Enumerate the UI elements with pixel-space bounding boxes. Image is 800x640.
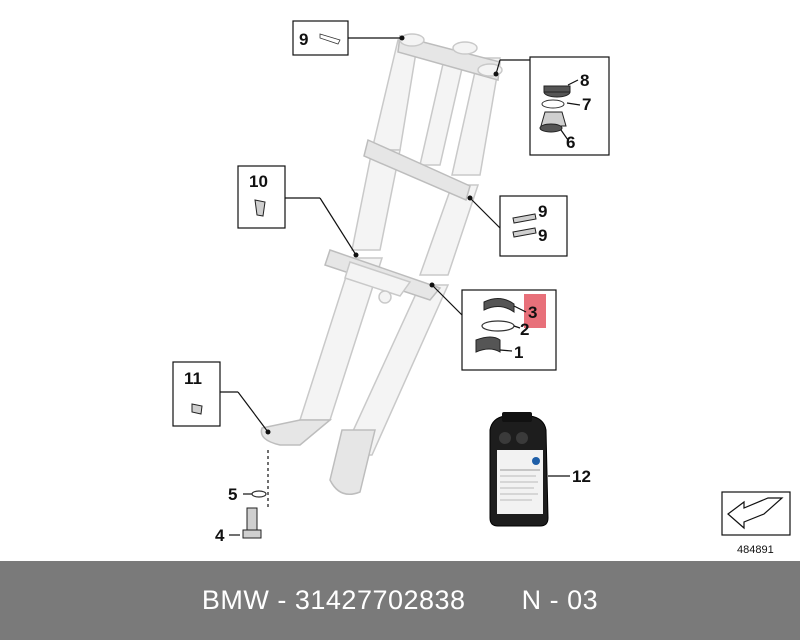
callout-box-6-7-8[interactable]: 8 7 6 — [529, 56, 610, 156]
seal-body-icon — [543, 85, 571, 93]
callout-label-3: 3 — [528, 303, 537, 322]
callout-label-2: 2 — [520, 320, 529, 339]
front-fork-illustration — [260, 33, 503, 495]
callout-label-7: 7 — [582, 95, 591, 114]
callout-box-11[interactable]: 11 — [172, 361, 221, 427]
bolt-4-icon — [246, 507, 258, 533]
callout-box-1-2-3[interactable]: 3 2 1 — [461, 289, 557, 371]
screw-icon — [254, 199, 266, 217]
callout-box-9-top[interactable]: 9 — [292, 20, 349, 56]
callout-box-10[interactable]: 10 — [237, 165, 286, 229]
reference-stamp: 484891 — [721, 491, 791, 556]
callout-label-6: 6 — [566, 133, 575, 152]
leader-lines — [220, 35, 570, 536]
bottle-cap-icon — [502, 412, 532, 422]
footer-part-number: 31427702838 — [294, 585, 466, 615]
parts-diagram: 9 8 7 6 10 9 9 3 — [172, 20, 791, 556]
callout-label-8: 8 — [580, 71, 589, 90]
footer-brand: BMW — [201, 585, 270, 615]
footer-bar: BMW - 31427702838 N - 03 — [0, 561, 800, 640]
callout-label-9-b: 9 — [538, 226, 547, 245]
callout-label-1: 1 — [514, 343, 523, 362]
callout-label-9-a: 9 — [538, 202, 547, 221]
part-4-bolt[interactable]: 4 — [215, 507, 262, 545]
washer-5-icon — [251, 490, 267, 498]
oil-seal-icon — [475, 336, 501, 353]
bottle-handle-hole-icon — [499, 432, 511, 444]
bolt-4-head-icon — [242, 529, 262, 539]
callout-label-5: 5 — [228, 485, 237, 504]
pin-icon — [319, 33, 341, 45]
clip-icon — [541, 99, 565, 109]
reference-number: 484891 — [737, 544, 774, 556]
callout-label-4: 4 — [215, 526, 225, 545]
arrow-page-icon — [727, 497, 784, 530]
brand-roundel-icon — [532, 457, 540, 465]
footer-spacer — [466, 585, 522, 615]
callout-label-10: 10 — [249, 172, 268, 191]
footer-text: BMW - 31427702838 N - 03 — [202, 585, 598, 616]
bottle-handle-hole-icon — [516, 432, 528, 444]
small-screw-icon — [191, 403, 203, 415]
callout-box-9-9[interactable]: 9 9 — [499, 195, 568, 257]
highlight-marker — [524, 294, 546, 328]
footer-separator: - — [269, 585, 295, 615]
bushing-icon — [540, 111, 567, 127]
callout-label-9-top: 9 — [299, 30, 308, 49]
callout-label-11: 11 — [184, 369, 202, 388]
bottle-label-lines — [500, 469, 540, 501]
fork-oil-bottle[interactable]: 12 — [489, 412, 591, 527]
bolt-icon-b — [512, 227, 537, 238]
washer-icon — [539, 123, 563, 133]
callout-label-12: 12 — [572, 467, 591, 486]
part-5-washer[interactable]: 5 — [228, 485, 267, 504]
footer-page: N - 03 — [521, 585, 599, 615]
bolt-icon-a — [512, 213, 537, 224]
dust-seal-icon — [483, 298, 515, 313]
